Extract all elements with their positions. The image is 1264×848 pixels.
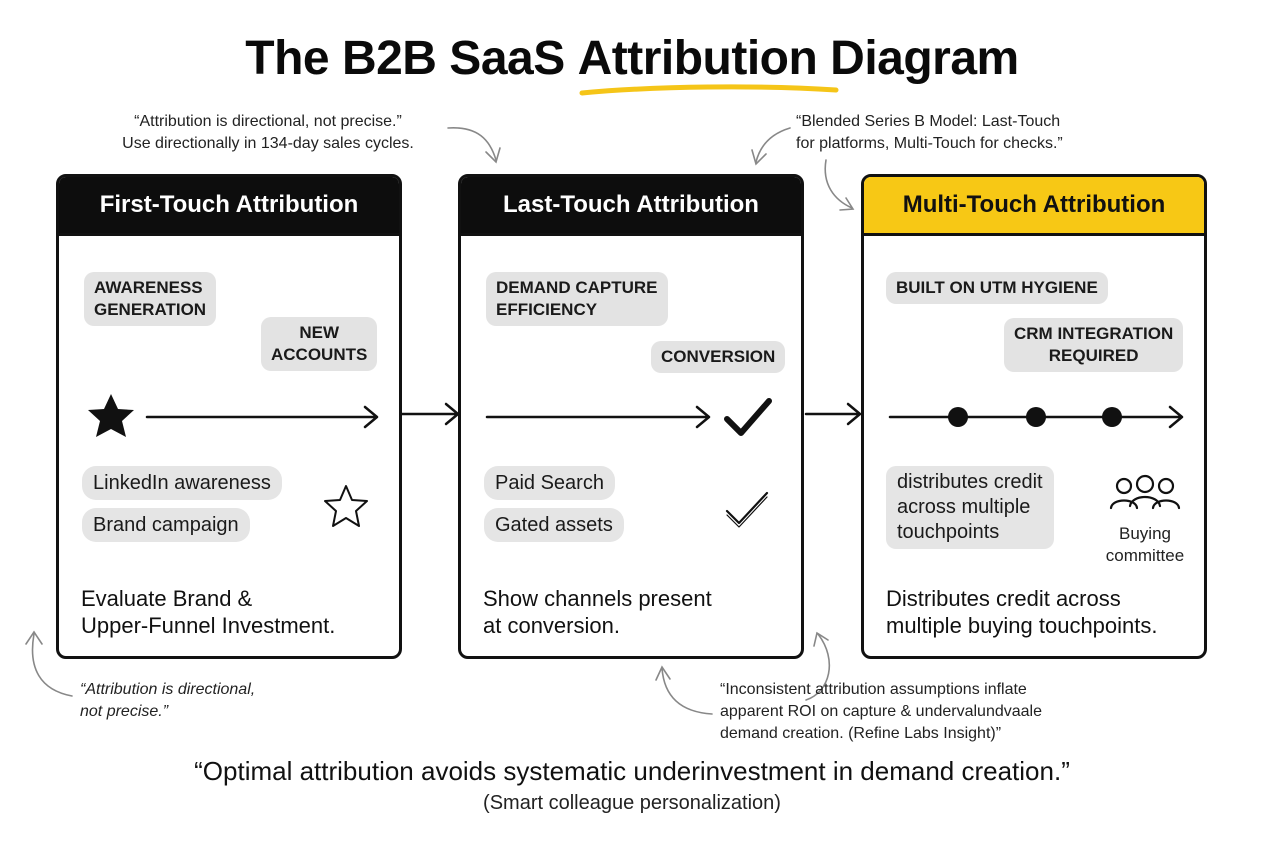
note-line: “Attribution is directional,: [80, 681, 256, 698]
journey-line: [485, 398, 772, 436]
star-icon: [88, 394, 134, 437]
people-group-icon: [1109, 474, 1181, 510]
arrow-to-multi: [824, 159, 853, 209]
label-line: Buying: [1119, 524, 1171, 543]
tag-line: EFFICIENCY: [496, 300, 598, 319]
journey-arrow: [145, 405, 379, 429]
note-top-left: “Attribution is directional, not precise…: [88, 111, 448, 155]
summary-line: multiple buying touchpoints.: [886, 613, 1158, 638]
note-top-right: “Blended Series B Model: Last-Touch for …: [796, 111, 1156, 155]
arrow-bottom-left: [31, 633, 73, 697]
note-line: “Attribution is directional, not precise…: [134, 113, 402, 130]
checkmark-icon: [724, 398, 772, 436]
journey-line: [88, 394, 379, 437]
note-line: Use directionally in 134-day sales cycle…: [122, 135, 414, 152]
tag-line: ACCOUNTS: [271, 345, 368, 364]
chip-line: distributes credit: [897, 471, 1043, 493]
tag-line: AWARENESS: [94, 278, 203, 297]
title-prefix: The B2B SaaS: [245, 32, 578, 85]
connector-arrow-1: [400, 402, 460, 426]
tag-utm-hygiene: BUILT ON UTM HYGIENE: [886, 272, 1108, 304]
tag-line: CRM INTEGRATION: [1014, 324, 1174, 343]
footer-quote: “Optimal attribution avoids systematic u…: [194, 756, 1070, 786]
title-highlight: Attribution: [578, 30, 839, 96]
note-line: for platforms, Multi-Touch for checks.”: [796, 135, 1063, 152]
card-multi-touch: Multi-Touch Attribution BUILT ON UTM HYG…: [861, 174, 1207, 659]
arrow-top-right: [755, 127, 791, 163]
channel-chip: Brand campaign: [82, 508, 250, 542]
arrow-bottom-right-head: [813, 631, 829, 647]
tag-line: DEMAND CAPTURE: [496, 278, 658, 297]
tag-line: BUILT ON UTM HYGIENE: [896, 278, 1098, 297]
highlight-underline: [579, 83, 839, 96]
arrow-to-multi-head: [839, 197, 855, 211]
channel-chip: Gated assets: [484, 508, 624, 542]
chip-line: across multiple: [897, 496, 1031, 518]
summary-line: Show channels present: [483, 586, 712, 611]
arrow-bottom-middle-head: [655, 665, 671, 681]
arrow-top-right-head: [751, 149, 767, 166]
check-outline-icon: [725, 491, 769, 528]
tag-line: GENERATION: [94, 300, 207, 319]
note-line: apparent ROI on capture & undervalundvaa…: [720, 703, 1042, 720]
summary-line: Upper-Funnel Investment.: [81, 613, 336, 638]
title-suffix: Diagram: [817, 32, 1019, 85]
note-line: demand creation. (Refine Labs Insight)”: [720, 725, 1002, 742]
connector-arrow-2: [804, 402, 862, 426]
note-bottom-left: “Attribution is directional, not precise…: [80, 679, 340, 723]
arrow-bottom-middle: [661, 667, 713, 715]
card-header: Multi-Touch Attribution: [864, 177, 1204, 236]
note-line: “Blended Series B Model: Last-Touch: [796, 113, 1061, 130]
card-first-touch: First-Touch Attribution AWARENESS GENERA…: [56, 174, 402, 659]
touchpoint-dot: [1026, 407, 1046, 427]
buying-committee-label: Buying committee: [1096, 523, 1194, 567]
tag-awareness-generation: AWARENESS GENERATION: [84, 272, 217, 326]
channel-chip: distributes credit across multiple touch…: [886, 466, 1054, 549]
card-header: Last-Touch Attribution: [461, 177, 801, 236]
card-summary: Show channels present at conversion.: [483, 585, 712, 639]
journey-line: [888, 405, 1184, 429]
footer-attribution: (Smart colleague personalization): [483, 792, 781, 814]
arrow-bottom-left-head: [25, 630, 43, 645]
tag-line: NEW: [299, 323, 339, 342]
note-line: “Inconsistent attribution assumptions in…: [720, 681, 1027, 698]
label-line: committee: [1105, 546, 1185, 565]
summary-line: at conversion.: [483, 613, 620, 638]
star-outline-icon: [324, 485, 368, 527]
summary-line: Evaluate Brand &: [81, 586, 253, 611]
note-bottom-right: “Inconsistent attribution assumptions in…: [720, 679, 1140, 745]
channel-chip: LinkedIn awareness: [82, 466, 282, 500]
summary-line: Distributes credit across: [886, 586, 1121, 611]
tag-line: REQUIRED: [1048, 346, 1139, 365]
page-title: The B2B SaaS Attribution Diagram: [0, 30, 1264, 96]
journey-arrow: [485, 405, 711, 429]
tag-new-accounts: NEW ACCOUNTS: [261, 317, 378, 371]
tag-demand-capture: DEMAND CAPTURE EFFICIENCY: [486, 272, 668, 326]
tag-crm-integration: CRM INTEGRATION REQUIRED: [1004, 318, 1184, 372]
arrow-top-left: [447, 127, 497, 161]
card-summary: Evaluate Brand & Upper-Funnel Investment…: [81, 585, 335, 639]
touchpoint-dot: [1102, 407, 1122, 427]
chip-line: touchpoints: [897, 521, 1000, 543]
note-line: not precise.”: [80, 703, 169, 720]
tag-conversion: CONVERSION: [651, 341, 786, 373]
card-last-touch: Last-Touch Attribution DEMAND CAPTURE EF…: [458, 174, 804, 659]
card-summary: Distributes credit across multiple buyin…: [886, 585, 1158, 639]
tag-line: CONVERSION: [661, 347, 776, 366]
touchpoint-dot: [948, 407, 968, 427]
arrow-bottom-right: [805, 633, 831, 701]
arrow-top-left-head: [485, 147, 501, 164]
card-header: First-Touch Attribution: [59, 177, 399, 236]
channel-chip: Paid Search: [484, 466, 615, 500]
